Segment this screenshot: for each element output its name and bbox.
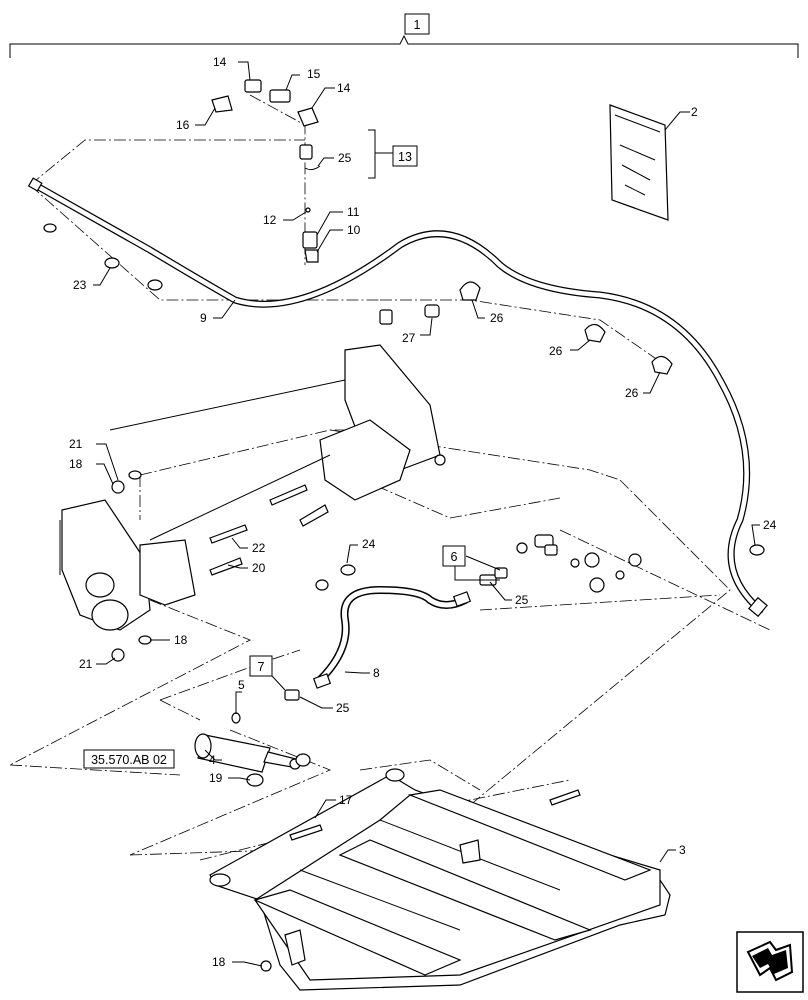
callout-26b: 26: [549, 344, 563, 358]
hydraulic-hose: [312, 564, 472, 689]
callout-25c: 25: [336, 701, 350, 715]
callout-2: 2: [691, 105, 698, 119]
callout-19: 19: [209, 771, 223, 785]
cross-reference-box[interactable]: [83, 749, 175, 769]
cross-reference-label[interactable]: 35.570.AB 02: [91, 753, 167, 767]
callout-24a: 24: [362, 537, 376, 551]
leader-lines: [93, 61, 760, 967]
callout-23: 23: [73, 278, 87, 292]
callout-18b: 18: [174, 633, 188, 647]
callout-8: 8: [373, 666, 380, 680]
callout-25b: 25: [515, 593, 529, 607]
callout-12: 12: [263, 213, 277, 227]
callout-21b: 21: [79, 657, 93, 671]
assembly-ref-box: [404, 13, 430, 35]
callouts: 14 15 14 16 2 25 12 11 10 23 9 27 26 26 …: [69, 55, 777, 969]
kit-ref-6: 6: [451, 550, 458, 564]
callout-27: 27: [402, 331, 416, 345]
kit-ref-13: 13: [398, 150, 412, 164]
platform-frame: [209, 768, 671, 991]
callout-22: 22: [252, 541, 266, 555]
valve-fittings: 6: [442, 534, 642, 593]
callout-15: 15: [307, 67, 321, 81]
hydraulic-pipe: [27, 177, 768, 618]
callout-26c: 26: [625, 386, 639, 400]
operator-manual: [609, 104, 669, 221]
callout-3: 3: [679, 843, 686, 857]
callout-24b: 24: [763, 518, 777, 532]
callout-20: 20: [252, 561, 266, 575]
next-page-arrow-icon[interactable]: [736, 931, 804, 993]
callout-18c: 18: [212, 955, 226, 969]
callout-4: 4: [209, 753, 216, 767]
cross-reference[interactable]: 35.570.AB 02: [83, 749, 175, 769]
callout-26a: 26: [490, 311, 504, 325]
pipe-clamps: [379, 281, 673, 375]
callout-10: 10: [347, 223, 361, 237]
callout-25a: 25: [338, 151, 352, 165]
mounting-bracket-assembly: [59, 344, 446, 662]
callout-9: 9: [200, 311, 207, 325]
callout-5: 5: [238, 678, 245, 692]
callout-18a: 18: [69, 457, 83, 471]
callout-11: 11: [347, 205, 360, 219]
callout-14b: 14: [337, 81, 351, 95]
callout-14a: 14: [213, 55, 227, 69]
assembly-ref: 1: [414, 18, 421, 32]
assembly-bracket: 1: [9, 13, 799, 58]
callout-16: 16: [176, 118, 190, 132]
callout-21a: 21: [69, 437, 83, 451]
top-fittings: 13: [211, 79, 418, 263]
callout-17: 17: [339, 793, 353, 807]
kit-ref-7: 7: [258, 660, 265, 674]
